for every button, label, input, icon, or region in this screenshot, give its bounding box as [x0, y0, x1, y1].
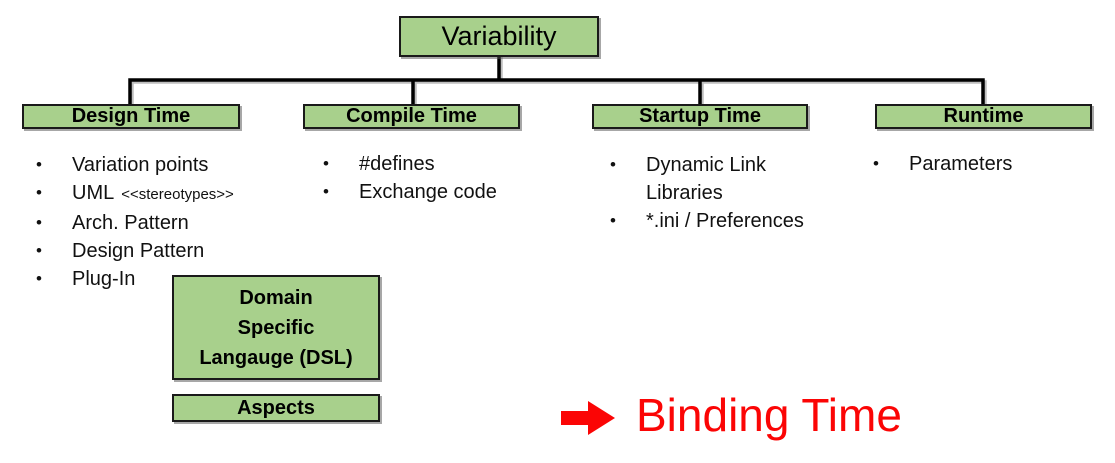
list-item: • Parameters [873, 150, 1108, 178]
list-item-label: #defines [359, 153, 435, 175]
list-item-label: Arch. Pattern [72, 212, 189, 234]
header-box-compile-time: Compile Time [303, 104, 520, 129]
list-item-label: Plug-In [72, 268, 136, 290]
header-label-design-time: Design Time [71, 105, 191, 127]
dsl-line-2: Specific [237, 316, 315, 339]
header-label-compile-time: Compile Time [346, 105, 477, 127]
runtime-list: • Parameters [873, 150, 1108, 178]
binding-time-label: Binding Time [636, 389, 902, 441]
uml-text: UML [72, 182, 115, 204]
list-item: • Exchange code [323, 178, 563, 206]
bullet-icon: • [36, 241, 42, 260]
connector-horizontal [128, 78, 985, 104]
design-time-list: • Variation points • UML<<stereotypes>> … [36, 151, 301, 293]
variability-label: Variability [441, 21, 557, 52]
compile-time-list: • #defines • Exchange code [323, 150, 563, 206]
list-item: • #defines [323, 150, 563, 178]
header-label-runtime: Runtime [943, 105, 1024, 127]
list-item-label: Design Pattern [72, 240, 205, 262]
dsl-box: Domain Specific Langauge (DSL) [172, 275, 380, 380]
list-item-label: *.ini / Preferences [646, 210, 804, 232]
list-item: • Plug-In [36, 265, 301, 293]
right-arrow-icon [561, 398, 615, 438]
header-label-startup-time: Startup Time [639, 105, 761, 127]
bullet-icon: • [36, 213, 42, 232]
stereotypes-text: <<stereotypes>> [121, 186, 234, 203]
header-box-runtime: Runtime [875, 104, 1092, 129]
bullet-icon: • [36, 183, 42, 202]
dsl-line-1: Domain [239, 286, 313, 309]
aspects-box: Aspects [172, 394, 380, 422]
aspects-label: Aspects [237, 396, 315, 419]
bullet-icon: • [36, 155, 42, 174]
list-item-label: UML <<stereotypes>> [72, 179, 234, 209]
list-item: • Variation points [36, 151, 301, 179]
bullet-icon: • [323, 154, 329, 173]
header-box-startup-time: Startup Time [592, 104, 808, 129]
header-box-design-time: Design Time [22, 104, 240, 129]
list-item: • Arch. Pattern [36, 209, 301, 237]
startup-time-list: • Dynamic Link Libraries • *.ini / Prefe… [610, 151, 875, 235]
list-item: • Dynamic Link Libraries [610, 151, 875, 207]
bullet-icon: • [873, 154, 879, 173]
bullet-icon: • [36, 269, 42, 288]
list-item-label: Variation points [72, 154, 209, 176]
list-item: • Design Pattern [36, 237, 301, 265]
bullet-icon: • [610, 155, 616, 174]
list-item-label: Exchange code [359, 181, 497, 203]
dsl-line-3: Langauge (DSL) [199, 346, 353, 369]
variability-box: Variability [399, 16, 599, 57]
list-item: • UML <<stereotypes>> [36, 179, 301, 209]
list-item: • *.ini / Preferences [610, 207, 875, 235]
list-item-label: Dynamic Link Libraries [646, 154, 767, 204]
bullet-icon: • [323, 182, 329, 201]
list-item-label: Parameters [909, 153, 1013, 175]
bullet-icon: • [610, 211, 616, 230]
